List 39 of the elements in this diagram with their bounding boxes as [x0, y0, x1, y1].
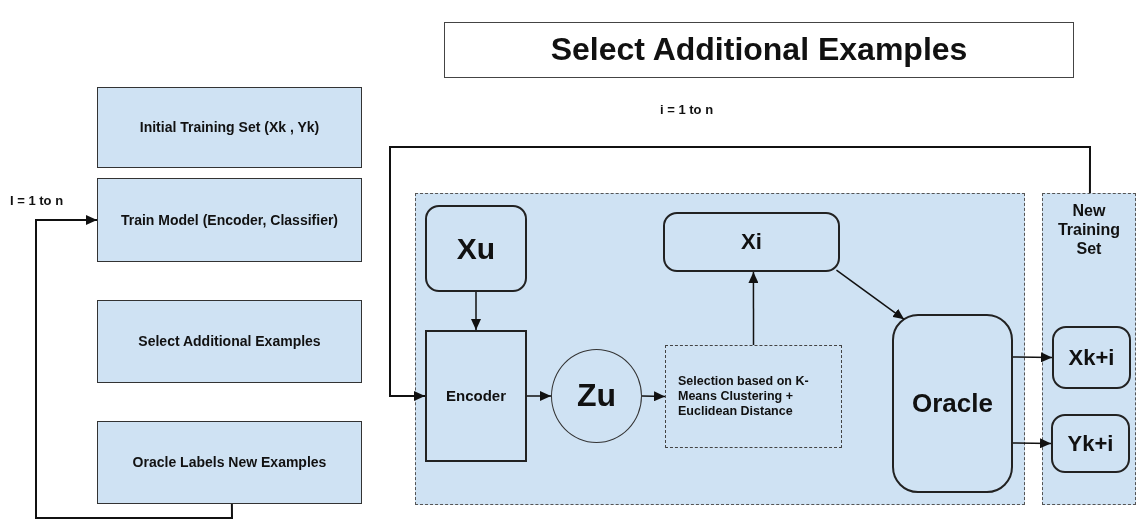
- process-box: [97, 300, 362, 383]
- loop-label: I = 1 to n: [10, 193, 64, 208]
- arrow: [526, 391, 552, 401]
- rounded-box: [1051, 414, 1130, 473]
- node-label: Yk+i: [1067, 430, 1114, 457]
- node-label: Zu: [576, 377, 617, 415]
- rounded-box: [663, 212, 840, 272]
- process-box: [425, 330, 527, 462]
- node-label: Xu: [456, 230, 496, 267]
- arrow: [835, 269, 905, 321]
- node-label: Selection based on K-Means Clustering + Euclidean Distance: [678, 374, 810, 419]
- node-label: Xk+i: [1068, 344, 1115, 371]
- node-label: Oracle: [912, 388, 993, 419]
- node-label: Train Model (Encoder, Classifier): [120, 211, 339, 229]
- title-box: [444, 22, 1074, 78]
- dashed-box: [665, 345, 842, 448]
- panel-heading: New Training Set: [1056, 202, 1122, 259]
- rounded-box: [1052, 326, 1131, 389]
- arrow: [471, 291, 481, 331]
- process-box: [97, 421, 362, 504]
- node-label: Xi: [741, 229, 762, 255]
- node-label: Select Additional Examples: [550, 31, 968, 69]
- node-label: Initial Training Set (Xk , Yk): [139, 119, 320, 136]
- dashed-panel: [1042, 193, 1136, 505]
- dashed-panel: [415, 193, 1025, 505]
- rounded-box: [425, 205, 527, 292]
- node-label: Encoder: [446, 387, 506, 405]
- process-box: [97, 178, 362, 262]
- arrow: [389, 146, 1091, 401]
- arrow: [641, 391, 666, 402]
- arrow: [1012, 438, 1052, 449]
- arrow: [748, 271, 759, 346]
- loop-label: i = 1 to n: [660, 102, 714, 117]
- arrow: [1012, 352, 1053, 363]
- arrow: [35, 215, 233, 519]
- rounded-box: [892, 314, 1013, 493]
- process-box: [97, 87, 362, 168]
- node-label: Oracle Labels New Examples: [132, 454, 327, 471]
- node-label: Select Additional Examples: [138, 333, 321, 350]
